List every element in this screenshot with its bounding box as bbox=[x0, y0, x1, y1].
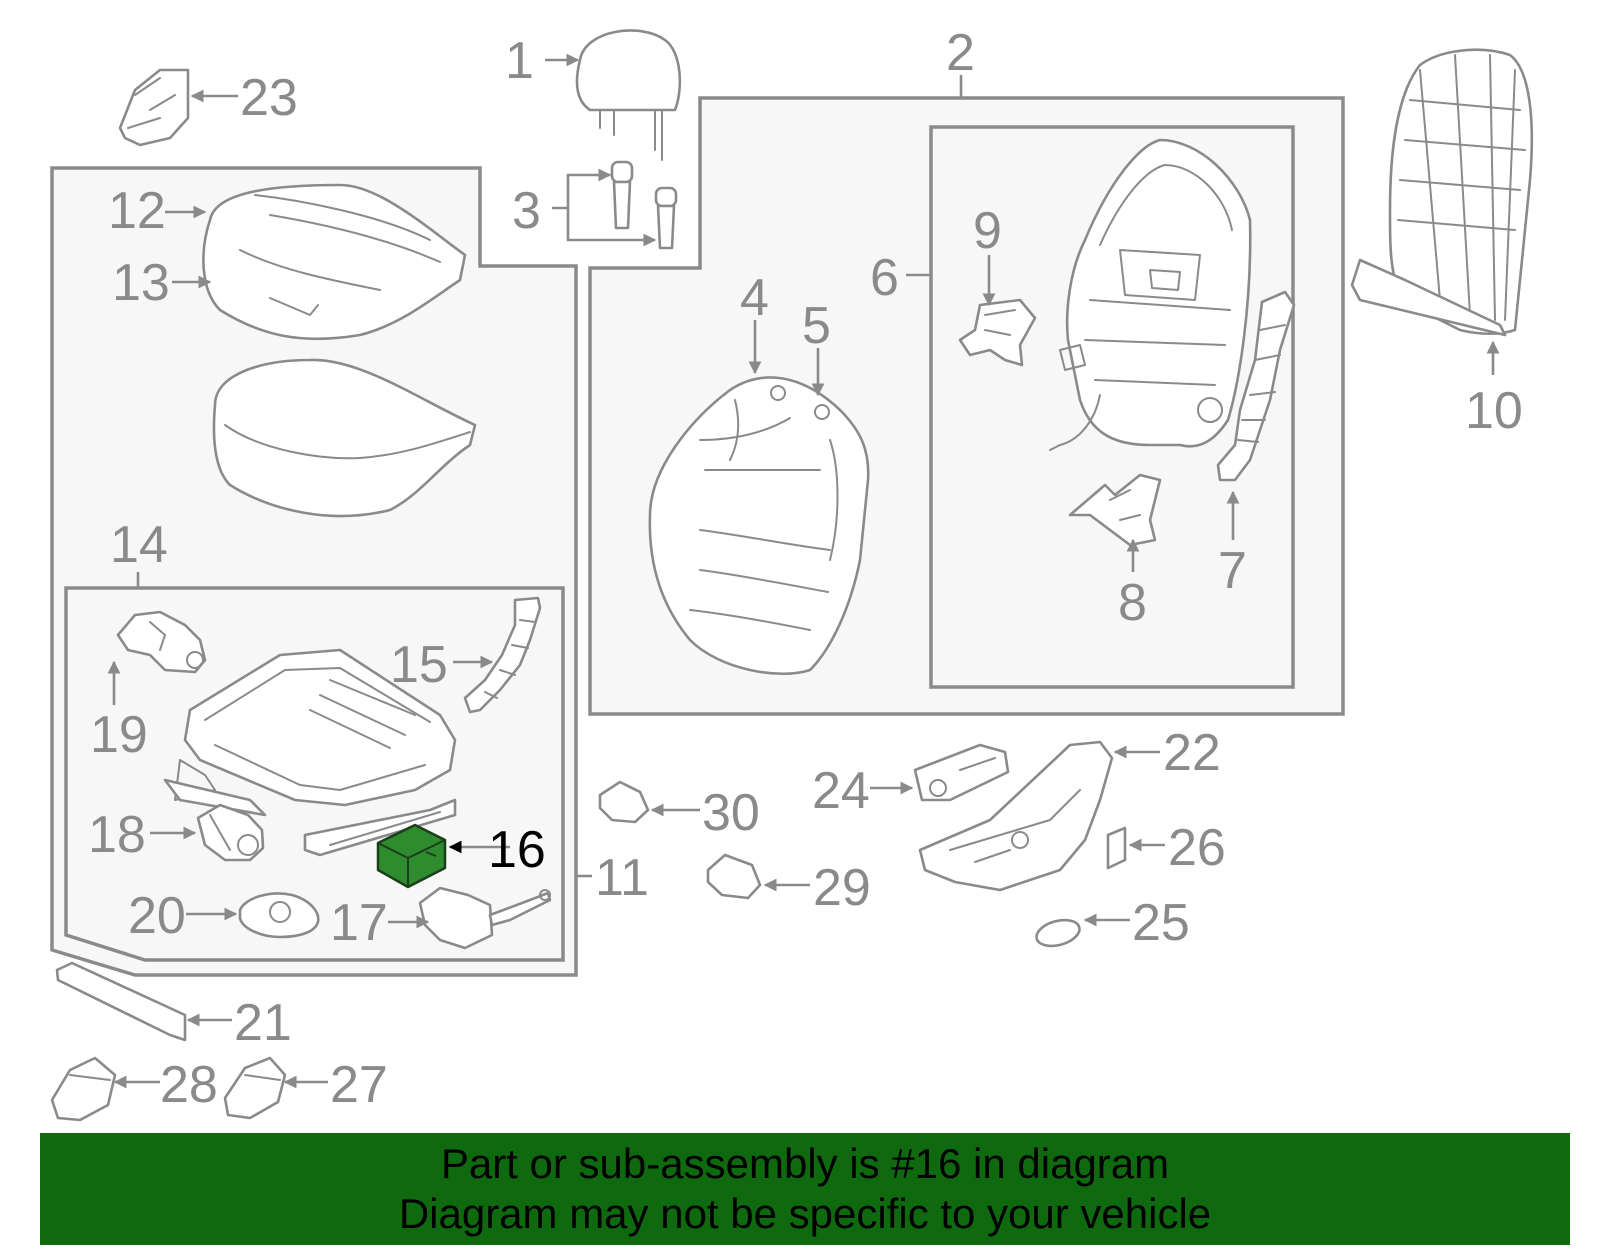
seatback-cushion-4 bbox=[648, 376, 870, 676]
callout-8: 8 bbox=[1118, 574, 1147, 632]
callout-23: 23 bbox=[240, 69, 298, 127]
callout-15: 15 bbox=[390, 636, 448, 694]
seatback-frame-6-part bbox=[1049, 138, 1252, 451]
callout-22: 22 bbox=[1163, 724, 1221, 782]
bracket-23 bbox=[118, 68, 190, 147]
cushion-cover-12 bbox=[202, 183, 467, 341]
side-shield-22 bbox=[918, 740, 1114, 892]
callout-30: 30 bbox=[702, 784, 760, 842]
callout-7: 7 bbox=[1218, 542, 1247, 600]
cushion-pad-13 bbox=[212, 358, 477, 518]
callout-4: 4 bbox=[740, 269, 769, 327]
banner-line-1: Part or sub-assembly is #16 in diagram bbox=[440, 1140, 1170, 1187]
callout-27: 27 bbox=[330, 1056, 388, 1114]
callout-20: 20 bbox=[128, 887, 186, 945]
cap-26 bbox=[1106, 826, 1127, 870]
back-panel-10 bbox=[1350, 48, 1534, 337]
headrest-1 bbox=[575, 29, 682, 161]
callout-24: 24 bbox=[812, 762, 870, 820]
callout-29: 29 bbox=[813, 859, 871, 917]
leader-lines bbox=[107, 53, 1500, 1089]
shield-8 bbox=[1068, 473, 1162, 547]
callout-12: 12 bbox=[108, 182, 166, 240]
callout-16-highlighted[interactable]: 16 bbox=[488, 821, 546, 879]
parts-diagram: 1 2 3 4 5 6 7 8 9 10 11 12 13 14 15 16 1… bbox=[50, 24, 1534, 1122]
seat-track-frame bbox=[163, 648, 457, 857]
motor-18 bbox=[196, 803, 265, 862]
info-banner: Part or sub-assembly is #16 in diagram D… bbox=[40, 1133, 1570, 1245]
harness-15 bbox=[463, 596, 542, 714]
callout-10: 10 bbox=[1465, 382, 1523, 440]
motor-19 bbox=[116, 610, 207, 674]
callout-21: 21 bbox=[234, 994, 292, 1052]
switch-24 bbox=[913, 743, 1010, 802]
callout-3: 3 bbox=[512, 182, 541, 240]
actuator-17 bbox=[418, 886, 552, 950]
callout-17: 17 bbox=[330, 894, 388, 952]
gear-20 bbox=[238, 892, 320, 939]
callout-2: 2 bbox=[946, 24, 975, 82]
cover-28 bbox=[50, 1056, 117, 1122]
ring-25 bbox=[1035, 918, 1081, 948]
callout-25: 25 bbox=[1132, 894, 1190, 952]
lumbar-support-7 bbox=[1216, 290, 1296, 482]
callout-18: 18 bbox=[88, 806, 146, 864]
callout-26: 26 bbox=[1168, 819, 1226, 877]
callout-28: 28 bbox=[160, 1056, 218, 1114]
bracket-9 bbox=[958, 298, 1037, 367]
callout-19: 19 bbox=[90, 706, 148, 764]
cover-27 bbox=[223, 1056, 287, 1120]
guide-3 bbox=[610, 160, 678, 250]
callout-14: 14 bbox=[110, 516, 168, 574]
module-16-highlighted[interactable] bbox=[376, 823, 447, 889]
clip-30 bbox=[598, 780, 650, 824]
banner-line-2: Diagram may not be specific to your vehi… bbox=[398, 1190, 1212, 1237]
callout-5: 5 bbox=[802, 297, 831, 355]
trim-21 bbox=[55, 961, 187, 1042]
callout-13: 13 bbox=[112, 254, 170, 312]
callout-6: 6 bbox=[870, 249, 899, 307]
callout-1: 1 bbox=[505, 32, 534, 90]
callout-11: 11 bbox=[595, 849, 649, 907]
callout-9: 9 bbox=[973, 202, 1002, 260]
clip-29 bbox=[706, 853, 762, 900]
